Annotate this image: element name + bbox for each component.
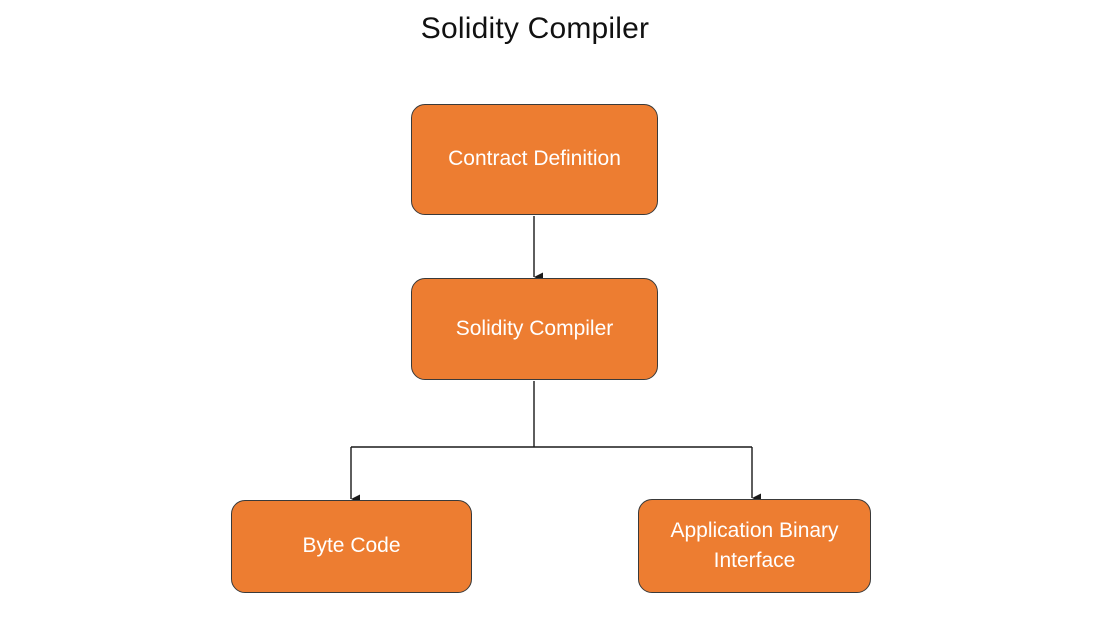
node-contract-definition: Contract Definition	[411, 104, 658, 215]
node-application-binary-interface: Application Binary Interface	[638, 499, 871, 593]
diagram-title: Solidity Compiler	[420, 12, 650, 45]
node-label: Byte Code	[302, 534, 401, 558]
node-label: Solidity Compiler	[455, 316, 614, 340]
node-solidity-compiler: Solidity Compiler	[411, 278, 658, 380]
node-byte-code: Byte Code	[231, 500, 472, 593]
node-label: Application Binary Interface	[670, 518, 839, 572]
node-label: Contract Definition	[448, 147, 621, 171]
